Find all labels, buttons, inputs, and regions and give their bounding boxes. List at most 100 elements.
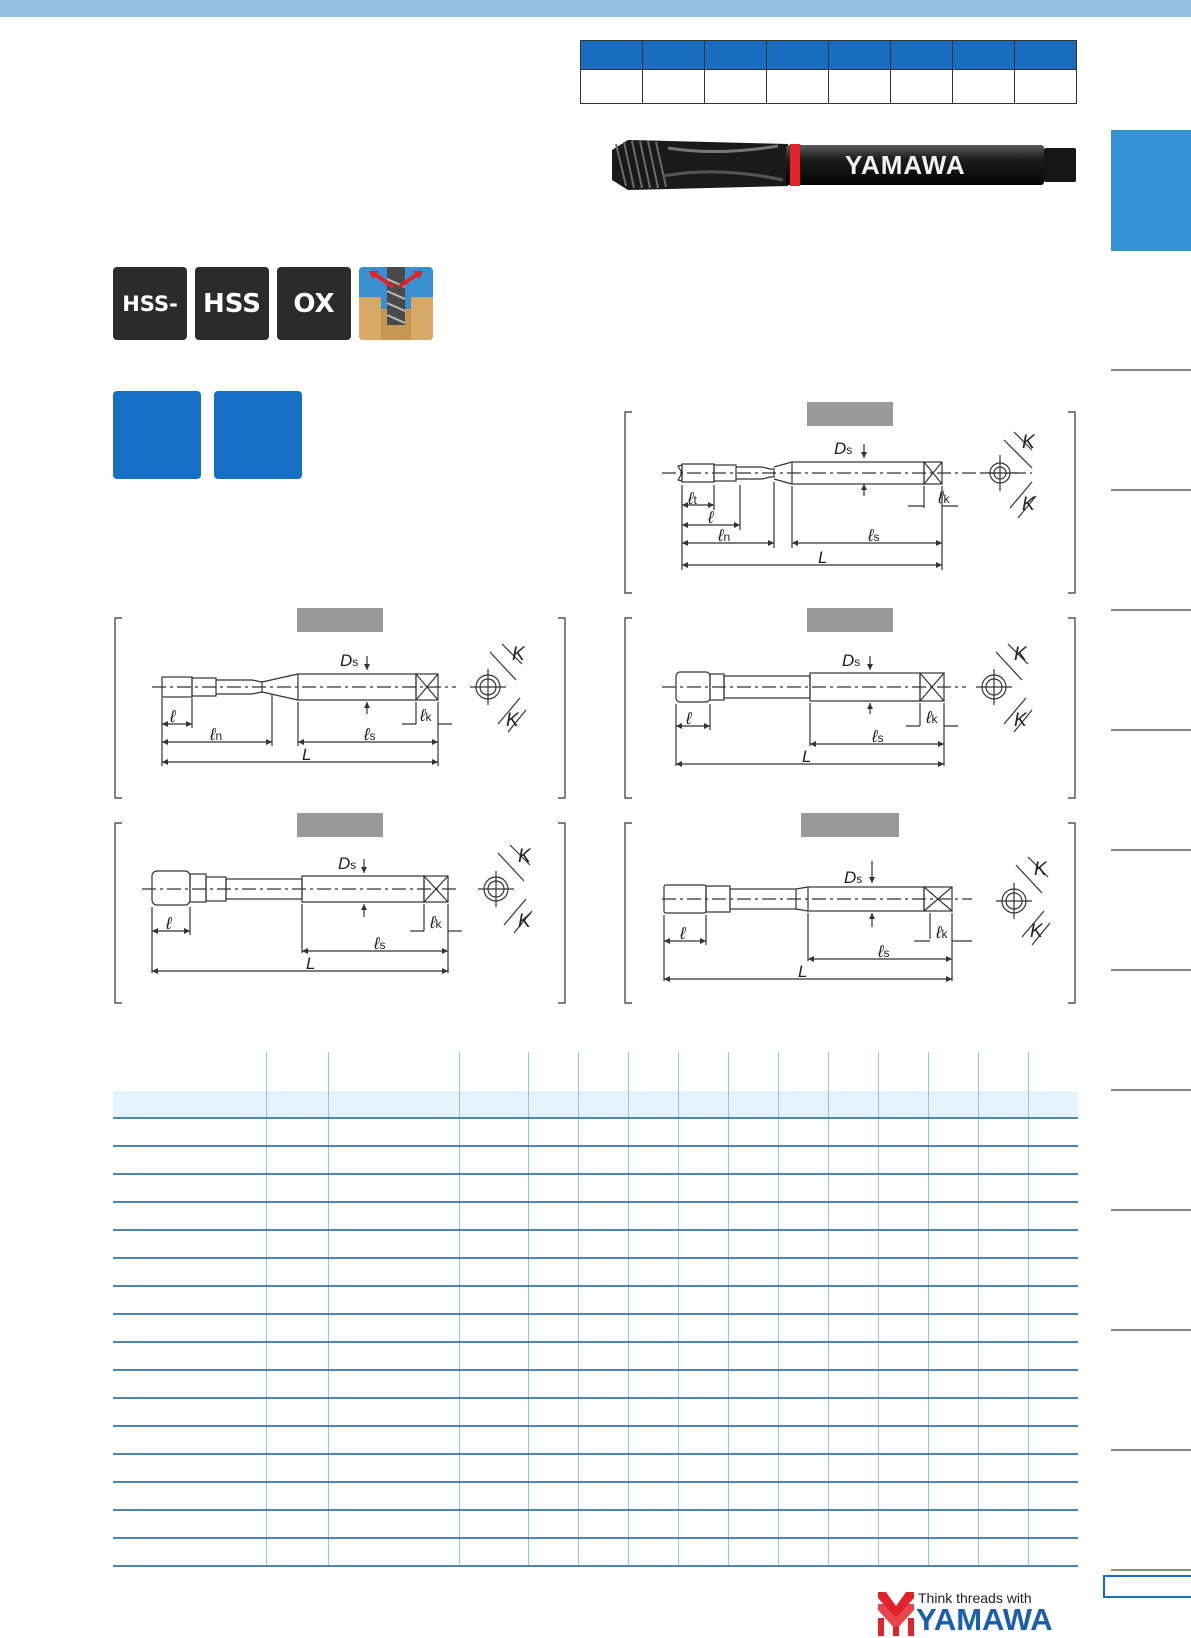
svg-text:K: K [1022,494,1036,515]
table-row [113,1342,1078,1371]
table-cell [927,1482,978,1511]
logo-wordmark: YAMAWA [916,1602,1053,1637]
table-row [113,1314,1078,1343]
table-cell [877,1052,928,1091]
table-cell [877,1482,928,1511]
table-cell [327,1230,459,1259]
table-cell [627,1510,678,1539]
table-cell [113,1174,266,1203]
table-cell [777,1052,828,1091]
table-cell [977,1091,1028,1119]
table-cell [877,1398,928,1427]
table-cell [458,1538,528,1567]
table-cell [927,1286,978,1315]
svg-text:Ds: Ds [338,854,356,873]
table-cell [677,1286,728,1315]
table-cell [577,1510,628,1539]
table-cell [927,1230,978,1259]
table-cell [265,1482,328,1511]
table-cell [458,1146,528,1175]
table-cell [327,1454,459,1483]
table-cell [458,1342,528,1371]
table-cell [113,1398,266,1427]
table-cell [927,1398,978,1427]
table-cell [458,1398,528,1427]
svg-text:ℓt: ℓt [687,489,698,508]
table-row [113,1370,1078,1399]
table-cell [977,1314,1028,1343]
table-cell [577,1052,628,1091]
table-cell [1027,1426,1078,1455]
table-cell [1027,1482,1078,1511]
table-cell [827,1314,878,1343]
table-cell [977,1482,1028,1511]
table-cell [627,1426,678,1455]
svg-text:K: K [506,710,520,731]
table-cell [265,1146,328,1175]
table-cell [1027,1174,1078,1203]
table-cell [677,1230,728,1259]
table-row [113,1482,1078,1511]
table-cell [113,1342,266,1371]
table-cell [113,1454,266,1483]
table-cell [113,1230,266,1259]
diagram-b-title [297,608,383,632]
table-cell [458,1286,528,1315]
table-cell [827,1286,878,1315]
svg-text:Ds: Ds [842,651,860,670]
table-cell [927,1091,978,1119]
material-badge-hss-e: HSS- [113,267,187,340]
side-tab-divider [1111,1089,1191,1091]
table-cell [327,1314,459,1343]
table-cell [777,1342,828,1371]
table-cell [577,1146,628,1175]
table-cell [265,1118,328,1147]
table-cell [1027,1258,1078,1287]
svg-text:L: L [798,962,807,981]
table-cell [977,1426,1028,1455]
table-cell [727,1342,778,1371]
table-cell [677,1314,728,1343]
table-row [113,1202,1078,1231]
table-cell [677,1118,728,1147]
logo-tagline: Think threads with [918,1590,1032,1606]
table-cell [527,1482,578,1511]
svg-text:ℓk: ℓk [925,708,939,727]
svg-text:K: K [518,911,532,932]
table-cell [877,1230,928,1259]
diagram-a-title [807,402,893,426]
table-cell [627,1314,678,1343]
table-cell [1027,1052,1078,1091]
table-cell [327,1538,459,1567]
side-tab-active[interactable] [1111,130,1191,251]
table-cell [113,1202,266,1231]
svg-text:ℓ: ℓ [707,508,714,527]
table-cell [577,1314,628,1343]
tap-product-image: YAMAWA [608,136,1078,194]
table-cell [265,1258,328,1287]
side-tab-divider [1111,369,1191,371]
side-tab-divider [1111,1209,1191,1211]
svg-text:ℓ: ℓ [679,924,686,943]
table-cell [327,1091,459,1119]
table-cell [113,1091,266,1119]
table-cell [677,1538,728,1567]
table-cell [627,1454,678,1483]
table-cell [458,1426,528,1455]
table-cell [113,1314,266,1343]
svg-text:L: L [306,954,315,973]
table-cell [827,1258,878,1287]
table-cell [777,1370,828,1399]
table-cell [927,1370,978,1399]
table-cell [877,1118,928,1147]
table-cell [777,1454,828,1483]
table-cell [265,1052,328,1091]
table-cell [327,1202,459,1231]
table-cell [727,1118,778,1147]
table-cell [458,1052,528,1091]
svg-text:ℓs: ℓs [363,725,376,744]
side-tab-divider [1111,849,1191,851]
table-cell [527,1342,578,1371]
table-cell [827,1052,878,1091]
table-cell [327,1258,459,1287]
